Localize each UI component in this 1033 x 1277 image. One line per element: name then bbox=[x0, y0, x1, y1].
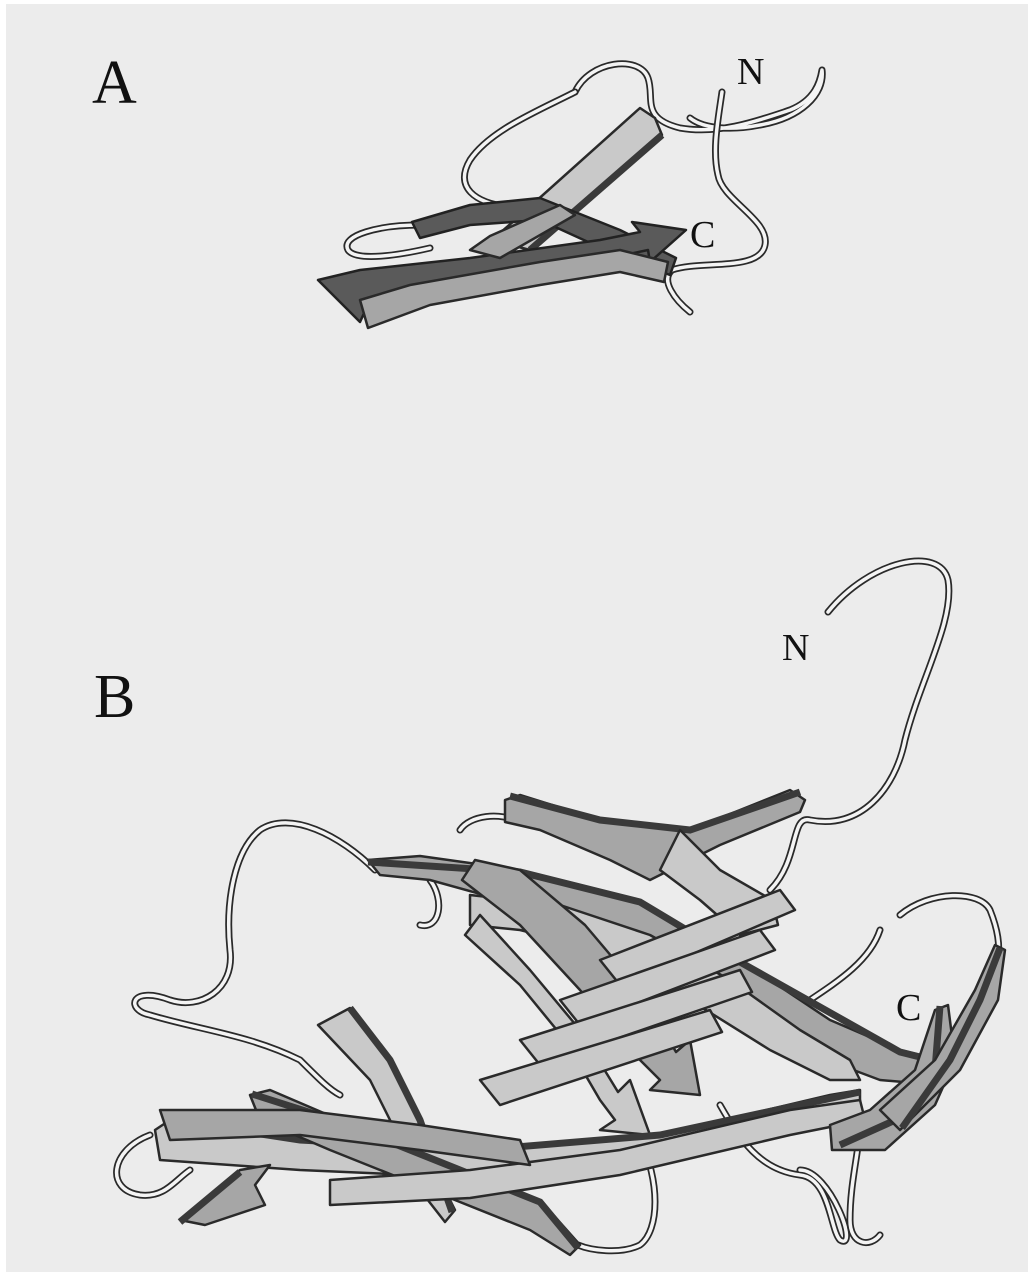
panel-a-n-terminus-label: N bbox=[737, 51, 764, 93]
panel-b-strands bbox=[155, 790, 1005, 1255]
panel-b-letter: B bbox=[94, 663, 135, 731]
panel-a-letter: A bbox=[92, 49, 137, 117]
panel-b-n-terminus-label: N bbox=[782, 627, 809, 669]
panel-b-c-terminus-label: C bbox=[896, 987, 921, 1029]
panel-a-c-terminus-label: C bbox=[690, 214, 715, 256]
panel-a: A N C bbox=[92, 49, 822, 328]
panel-b: B bbox=[94, 561, 1005, 1255]
panel-a-strands bbox=[318, 108, 686, 328]
